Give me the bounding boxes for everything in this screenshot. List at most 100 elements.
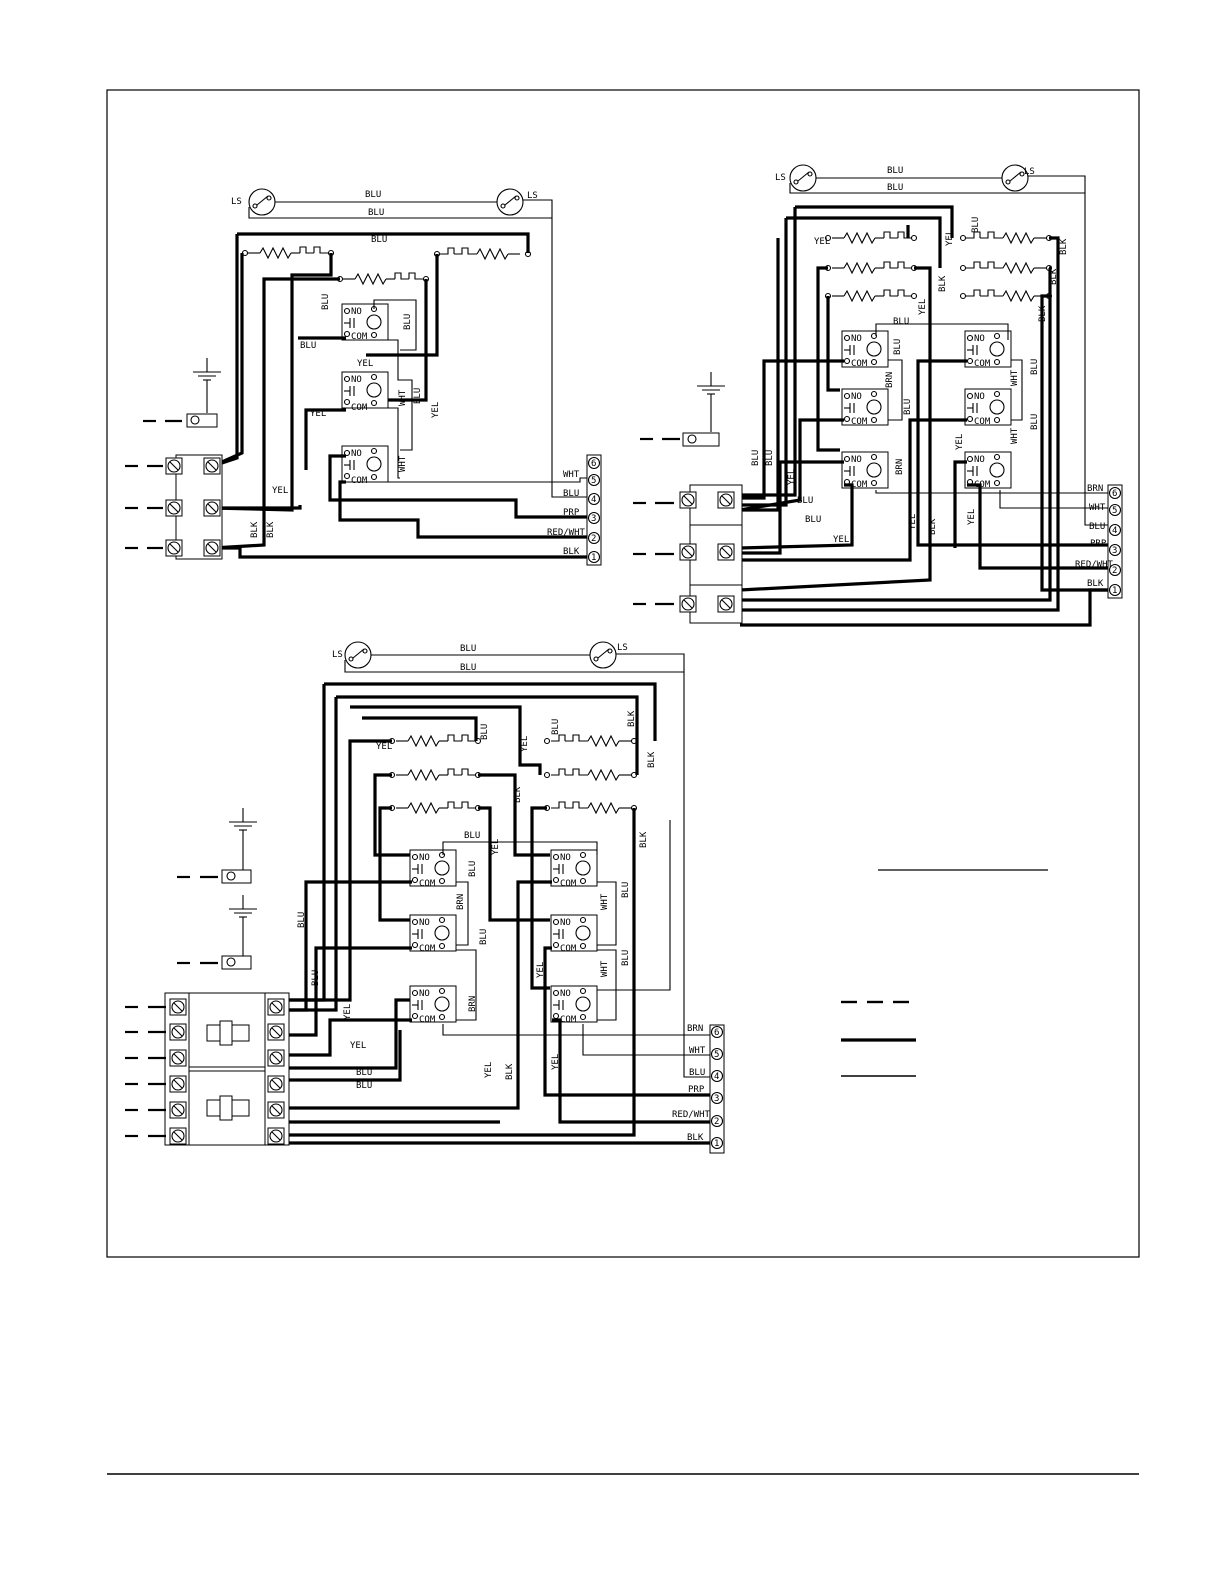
svg-text:BLK: BLK [687,1133,704,1143]
ground-2 [696,371,726,395]
ts1-num-3: 3 [591,514,596,524]
svg-text:YEL: YEL [376,742,392,752]
heater-element-6 [550,801,632,814]
svg-text:BLU: BLU [460,644,476,654]
svg-text:WHT: WHT [600,960,610,977]
svg-text:BLU: BLU [971,217,981,233]
ts1-label-1: BLK [563,547,580,557]
svg-text:RED/WHT: RED/WHT [672,1110,711,1120]
svg-text:5: 5 [1112,506,1117,516]
svg-text:BRN: BRN [1087,484,1103,494]
wire-label-blk-1: BLK [250,521,260,538]
svg-text:BLK: BLK [1087,579,1104,589]
svg-text:6: 6 [714,1028,719,1038]
svg-text:BLK: BLK [1059,238,1069,255]
heater-element-3 [342,272,424,285]
ts1-num-4: 4 [591,495,596,505]
svg-text:BLU: BLU [689,1068,705,1078]
terminal-strip-1-items: 6 5 4 3 2 1 WHT BLU PRP RED/WHT BLK [547,456,601,564]
wire-label-yel-3: YEL [272,486,288,496]
wire-label-wht-1: WHT [398,389,408,406]
svg-text:6: 6 [1112,489,1117,499]
svg-text:COM: COM [974,359,991,369]
svg-text:YEL: YEL [918,299,928,315]
svg-text:BLK: BLK [1049,268,1059,285]
svg-text:1: 1 [1112,586,1117,596]
ts1-num-1: 1 [591,553,596,563]
heater-element-2 [439,247,521,260]
wire-label-blu-7: BLU [413,388,423,404]
wire-label-blu-3: BLU [371,235,387,245]
svg-text:BLK: BLK [1038,305,1048,322]
svg-text:BLU: BLU [797,496,813,506]
svg-text:COM: COM [851,480,868,490]
svg-text:BLK: BLK [513,786,523,803]
ground-1 [192,357,222,381]
wire-label-blu-2: BLU [887,183,903,193]
heater-element-3 [395,801,477,814]
heater-element-1 [395,734,477,747]
svg-text:BLU: BLU [297,912,307,928]
heater-element-5 [550,768,632,781]
heater-element-2 [831,261,913,274]
svg-text:COM: COM [974,417,991,427]
svg-text:YEL: YEL [350,1041,366,1051]
svg-text:NO: NO [419,853,430,863]
svg-text:COM: COM [974,480,991,490]
terminal-strip-2 [1107,484,1123,599]
heater-element-5 [965,261,1047,274]
limit-switch-left [344,641,372,669]
svg-text:5: 5 [714,1050,719,1060]
heater-element-1 [247,246,329,259]
ts1-num-5: 5 [591,476,596,486]
svg-text:BLU: BLU [356,1068,372,1078]
svg-text:BLU: BLU [1030,414,1040,430]
wire-label-blu-6: BLU [403,314,413,330]
svg-text:NO: NO [851,334,862,344]
svg-text:BLU: BLU [311,970,321,986]
terminal-block-3-right [264,992,290,1146]
svg-text:4: 4 [1112,526,1117,536]
svg-text:COM: COM [419,1015,436,1025]
svg-text:YEL: YEL [955,434,965,450]
svg-text:YEL: YEL [967,509,977,525]
wire-label-blu-2: BLU [368,208,384,218]
svg-text:COM: COM [851,417,868,427]
svg-text:BLU: BLU [903,399,913,415]
svg-text:COM: COM [560,879,577,889]
svg-text:BLK: BLK [627,710,637,727]
svg-text:BLU: BLU [1089,522,1105,532]
svg-text:YEL: YEL [491,839,501,855]
wiring-diagram-2: LS LS BLU BLU [633,164,1123,627]
terminal-strip-3-items: 6 5 4 3 2 1 BRN WHT BLU PRP RED/WHT BLK [672,1024,724,1150]
svg-text:BLU: BLU [480,724,490,740]
ts1-label-4: BLU [563,489,579,499]
svg-text:BLU: BLU [551,719,561,735]
heater-element-3 [831,289,913,302]
svg-text:NO: NO [560,918,571,928]
svg-text:BRN: BRN [885,372,895,388]
ls-label-left: LS [775,173,786,183]
svg-text:BLU: BLU [893,317,909,327]
wire-label-blu-1: BLU [365,190,381,200]
wire-label-yel-2: YEL [310,409,326,419]
relay-2-com: COM [351,403,368,413]
svg-text:YEL: YEL [551,1054,561,1070]
limit-switch-left [789,164,817,192]
ts1-label-2: RED/WHT [547,528,586,538]
ts1-num-2: 2 [591,534,596,544]
svg-text:COM: COM [419,879,436,889]
svg-text:3: 3 [714,1094,719,1104]
limit-switch-right [496,188,524,216]
svg-text:NO: NO [419,918,430,928]
svg-text:BRN: BRN [687,1024,703,1034]
svg-text:BLU: BLU [621,882,631,898]
svg-text:YEL: YEL [945,230,955,246]
svg-text:WHT: WHT [689,1046,706,1056]
terminal-strip-1 [586,454,602,566]
svg-text:WHT: WHT [1010,369,1020,386]
svg-text:YEL: YEL [908,514,918,530]
svg-text:BLK: BLK [647,751,657,768]
heater-element-4 [550,734,632,747]
